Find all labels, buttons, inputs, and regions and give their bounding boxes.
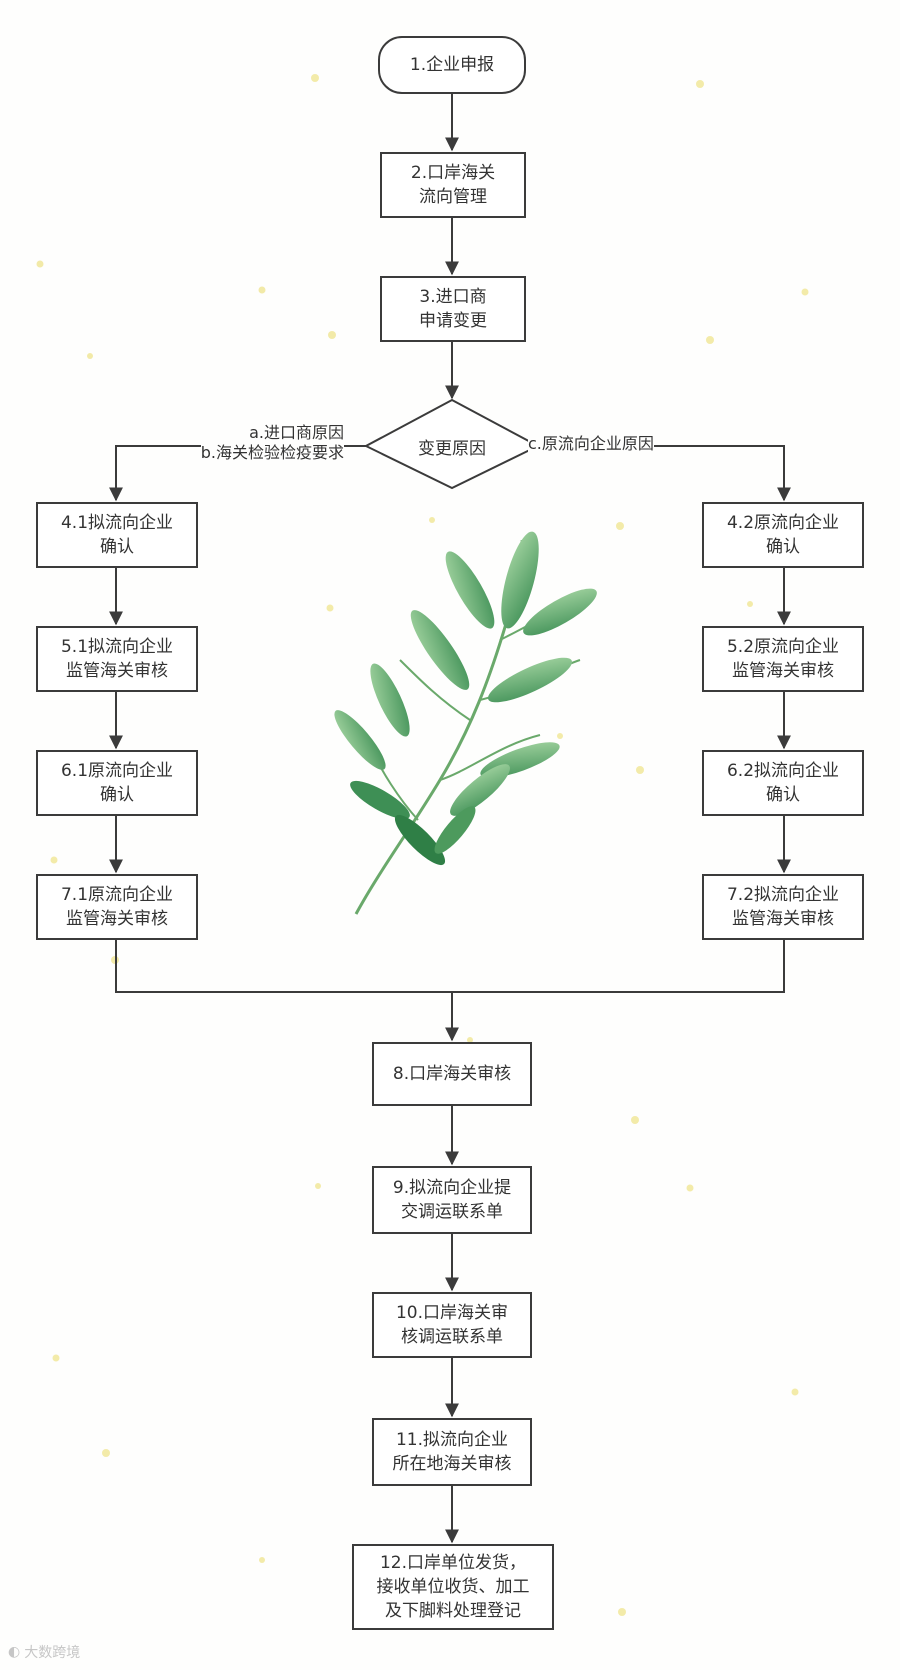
leaf-illustration [334, 531, 597, 915]
edge-label-left: a.进口商原因 b.海关检验检疫要求 [200, 423, 344, 463]
watermark-logo-icon: ◐ [8, 1644, 21, 1660]
edge-decision-right [538, 445, 791, 502]
node-5-1: 5.1拟流向企业 监管海关审核 [36, 626, 198, 692]
node-10: 10.口岸海关审 核调运联系单 [372, 1292, 532, 1358]
node-7-1: 7.1原流向企业 监管海关审核 [36, 874, 198, 940]
edge-merge [115, 940, 785, 993]
decision-diamond [363, 398, 541, 490]
node-1-start: 1.企业申报 [378, 36, 526, 94]
node-2: 2.口岸海关 流向管理 [380, 152, 526, 218]
node-4-2: 4.2原流向企业 确认 [702, 502, 864, 568]
node-4-1: 4.1拟流向企业 确认 [36, 502, 198, 568]
node-12: 12.口岸单位发货， 接收单位收货、加工 及下脚料处理登记 [352, 1544, 554, 1630]
node-8: 8.口岸海关审核 [372, 1042, 532, 1106]
edge-label-right: c.原流向企业原因 [528, 434, 654, 454]
node-11: 11.拟流向企业 所在地海关审核 [372, 1418, 532, 1486]
watermark: ◐ 大数跨境 [8, 1642, 80, 1662]
watermark-text: 大数跨境 [24, 1645, 81, 1661]
node-6-1: 6.1原流向企业 确认 [36, 750, 198, 816]
decision-label: 变更原因 [418, 438, 486, 459]
node-6-2: 6.2拟流向企业 确认 [702, 750, 864, 816]
node-3: 3.进口商 申请变更 [380, 276, 526, 342]
node-9: 9.拟流向企业提 交调运联系单 [372, 1166, 532, 1234]
sparkle-dots [36, 74, 809, 1616]
node-5-2: 5.2原流向企业 监管海关审核 [702, 626, 864, 692]
node-7-2: 7.2拟流向企业 监管海关审核 [702, 874, 864, 940]
